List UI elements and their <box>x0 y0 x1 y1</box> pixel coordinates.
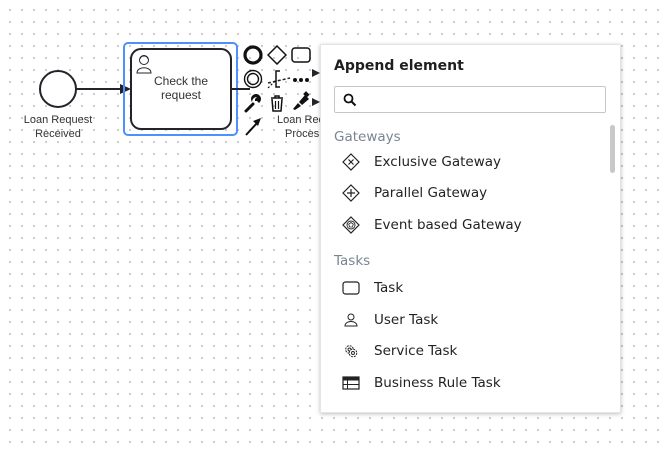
search-input[interactable] <box>363 89 603 112</box>
wrench-icon <box>244 94 261 113</box>
parallel-gateway-icon <box>342 184 360 202</box>
sequence-flow-arrow <box>120 84 131 94</box>
task-label-line-1: Check the <box>153 74 209 88</box>
entry-label: Event based Gateway <box>374 217 522 233</box>
entry-label: Business Rule Task <box>374 375 501 391</box>
entry-event-based-gateway[interactable]: Event based Gateway <box>334 212 604 238</box>
search-icon <box>343 93 357 107</box>
search-box[interactable] <box>334 86 606 113</box>
append-end-event-button[interactable] <box>242 44 264 66</box>
entry-label: Task <box>374 280 404 296</box>
partial-task-label-line-1: Loan Req <box>277 114 325 126</box>
partial-arrow <box>312 69 320 77</box>
delete-button[interactable] <box>266 92 288 114</box>
business-rule-task-icon <box>342 374 360 392</box>
task-label: Check the request <box>132 74 230 102</box>
popup-title: Append element <box>334 58 464 74</box>
append-text-annotation-button[interactable] <box>266 68 288 90</box>
event-based-gateway-icon <box>342 216 360 234</box>
partial-arrow-2 <box>312 98 320 106</box>
exclusive-gateway-icon <box>342 153 360 171</box>
partial-task-label-line-2: Proces <box>285 128 320 140</box>
start-event[interactable] <box>39 70 77 108</box>
text-annotation-icon <box>267 70 280 89</box>
connect-icon <box>245 118 261 136</box>
group-title-gateways: Gateways <box>334 129 401 145</box>
append-gateway-button[interactable] <box>266 44 288 66</box>
entry-task[interactable]: Task <box>334 275 604 301</box>
user-task-icon <box>342 311 360 329</box>
append-element-popup: Append element Gateways Exclusive Gatewa… <box>320 44 621 413</box>
popup-scrollbar[interactable] <box>610 125 615 173</box>
partial-task-label: Loan Req Proces <box>268 113 328 141</box>
entry-parallel-gateway[interactable]: Parallel Gateway <box>334 180 604 206</box>
trash-icon <box>271 95 283 112</box>
user-task-marker-icon <box>136 55 152 74</box>
group-title-tasks: Tasks <box>334 253 371 269</box>
intermediate-event-icon <box>243 69 263 89</box>
entry-exclusive-gateway[interactable]: Exclusive Gateway <box>334 149 604 175</box>
color-icon <box>293 91 310 110</box>
gateway-icon <box>267 45 287 65</box>
entry-service-task[interactable]: Service Task <box>334 338 604 364</box>
temporary-connection <box>267 77 291 84</box>
append-task-button[interactable] <box>290 44 312 66</box>
more-icon <box>293 78 309 82</box>
service-task-icon <box>342 342 360 360</box>
start-event-label: Loan Request Received <box>18 113 98 141</box>
start-event-label-line-2: Received <box>35 128 81 140</box>
task-icon <box>342 279 360 297</box>
append-intermediate-event-button[interactable] <box>242 68 264 90</box>
entry-label: Exclusive Gateway <box>374 154 502 170</box>
entry-label: Parallel Gateway <box>374 185 488 201</box>
task-label-line-2: request <box>160 88 202 102</box>
task-icon <box>291 47 311 63</box>
more-options-button[interactable] <box>290 68 312 90</box>
end-event-icon <box>243 45 263 65</box>
entry-business-rule-task[interactable]: Business Rule Task <box>334 370 604 396</box>
start-event-label-line-1: Loan Request <box>23 114 93 126</box>
entry-label: Service Task <box>374 343 458 359</box>
set-color-button[interactable] <box>290 90 312 112</box>
connect-button[interactable] <box>242 115 264 137</box>
entry-user-task[interactable]: User Task <box>334 307 604 333</box>
change-type-button[interactable] <box>242 92 264 114</box>
entry-label: User Task <box>374 312 439 328</box>
